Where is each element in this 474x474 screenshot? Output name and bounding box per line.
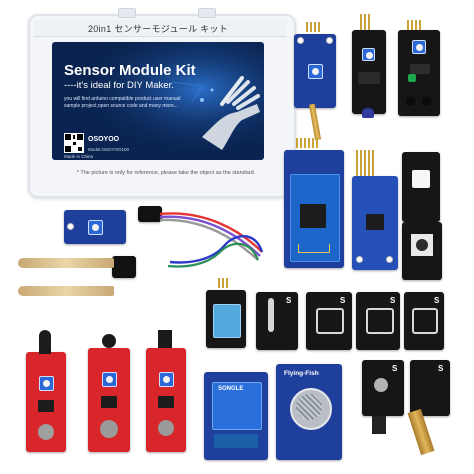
relay-module: SONGLE [204, 372, 268, 460]
relay-brand-label: SONGLE [218, 386, 244, 392]
product-title: Sensor Module Kit [64, 62, 196, 79]
probe-connector [112, 256, 136, 278]
temperature-module: S [404, 292, 444, 350]
box-latch [118, 8, 136, 18]
disclaimer-note: * The picture is only for reference, ple… [76, 170, 256, 176]
ir-led [362, 108, 374, 118]
bluetooth-module [284, 150, 344, 268]
magnetic-sensor-module [146, 348, 186, 452]
button-module [402, 222, 442, 280]
laser-module: S [410, 360, 450, 416]
rtc-module [352, 176, 398, 270]
qr-code [64, 133, 84, 153]
soil-probe-prong [18, 286, 114, 296]
dht11-module [206, 290, 246, 348]
header-pins [218, 278, 228, 288]
line-tracking-module [398, 30, 440, 116]
soil-probe-prong [18, 258, 114, 268]
reed-switch-module: S [256, 292, 298, 350]
soil-sensor-board [64, 210, 126, 244]
signal-label: S [434, 296, 440, 305]
header-pins [360, 14, 370, 30]
product-description: you will find arduino compatible product… [64, 96, 181, 109]
product-subtitle: ----it's ideal for DIY Maker. [64, 80, 174, 91]
gas-sensor-module: Flying-Fish [276, 364, 342, 460]
sensor-head [158, 330, 172, 348]
made-in-label: Made in China [64, 154, 94, 159]
header-pins [356, 150, 374, 176]
component [372, 416, 386, 434]
signal-label: S [340, 296, 346, 305]
signal-label: S [392, 364, 398, 373]
microphone [102, 334, 116, 348]
signal-label: S [286, 296, 292, 305]
brand-logo: OSOYOO [88, 136, 120, 143]
header-pins [407, 20, 421, 30]
box-lid [34, 20, 286, 37]
ir-obstacle-module [352, 30, 386, 114]
joystick-module: S [306, 292, 352, 350]
robot-hand-graphic [52, 42, 264, 160]
flame-sensor-module [26, 352, 66, 452]
flying-fish-label: Flying-Fish [284, 370, 319, 377]
dupont-connector [138, 206, 162, 222]
flame-sensor-led [39, 330, 51, 354]
box-lid-text: 20in1 センサーモジュール キット [88, 24, 229, 34]
signal-label: S [390, 296, 396, 305]
model-number: Model:OSOYOO100 [88, 147, 130, 152]
signal-label: S [438, 364, 444, 373]
header-pins [306, 22, 320, 32]
led-module: S [362, 360, 404, 416]
box-latch [198, 8, 216, 18]
product-card [52, 42, 264, 160]
hall-sensor-module: S [356, 292, 400, 350]
header-pins [296, 138, 318, 148]
microphone-module [88, 348, 130, 452]
rgb-led-module [402, 152, 440, 222]
sound-sensor-module [294, 34, 336, 108]
